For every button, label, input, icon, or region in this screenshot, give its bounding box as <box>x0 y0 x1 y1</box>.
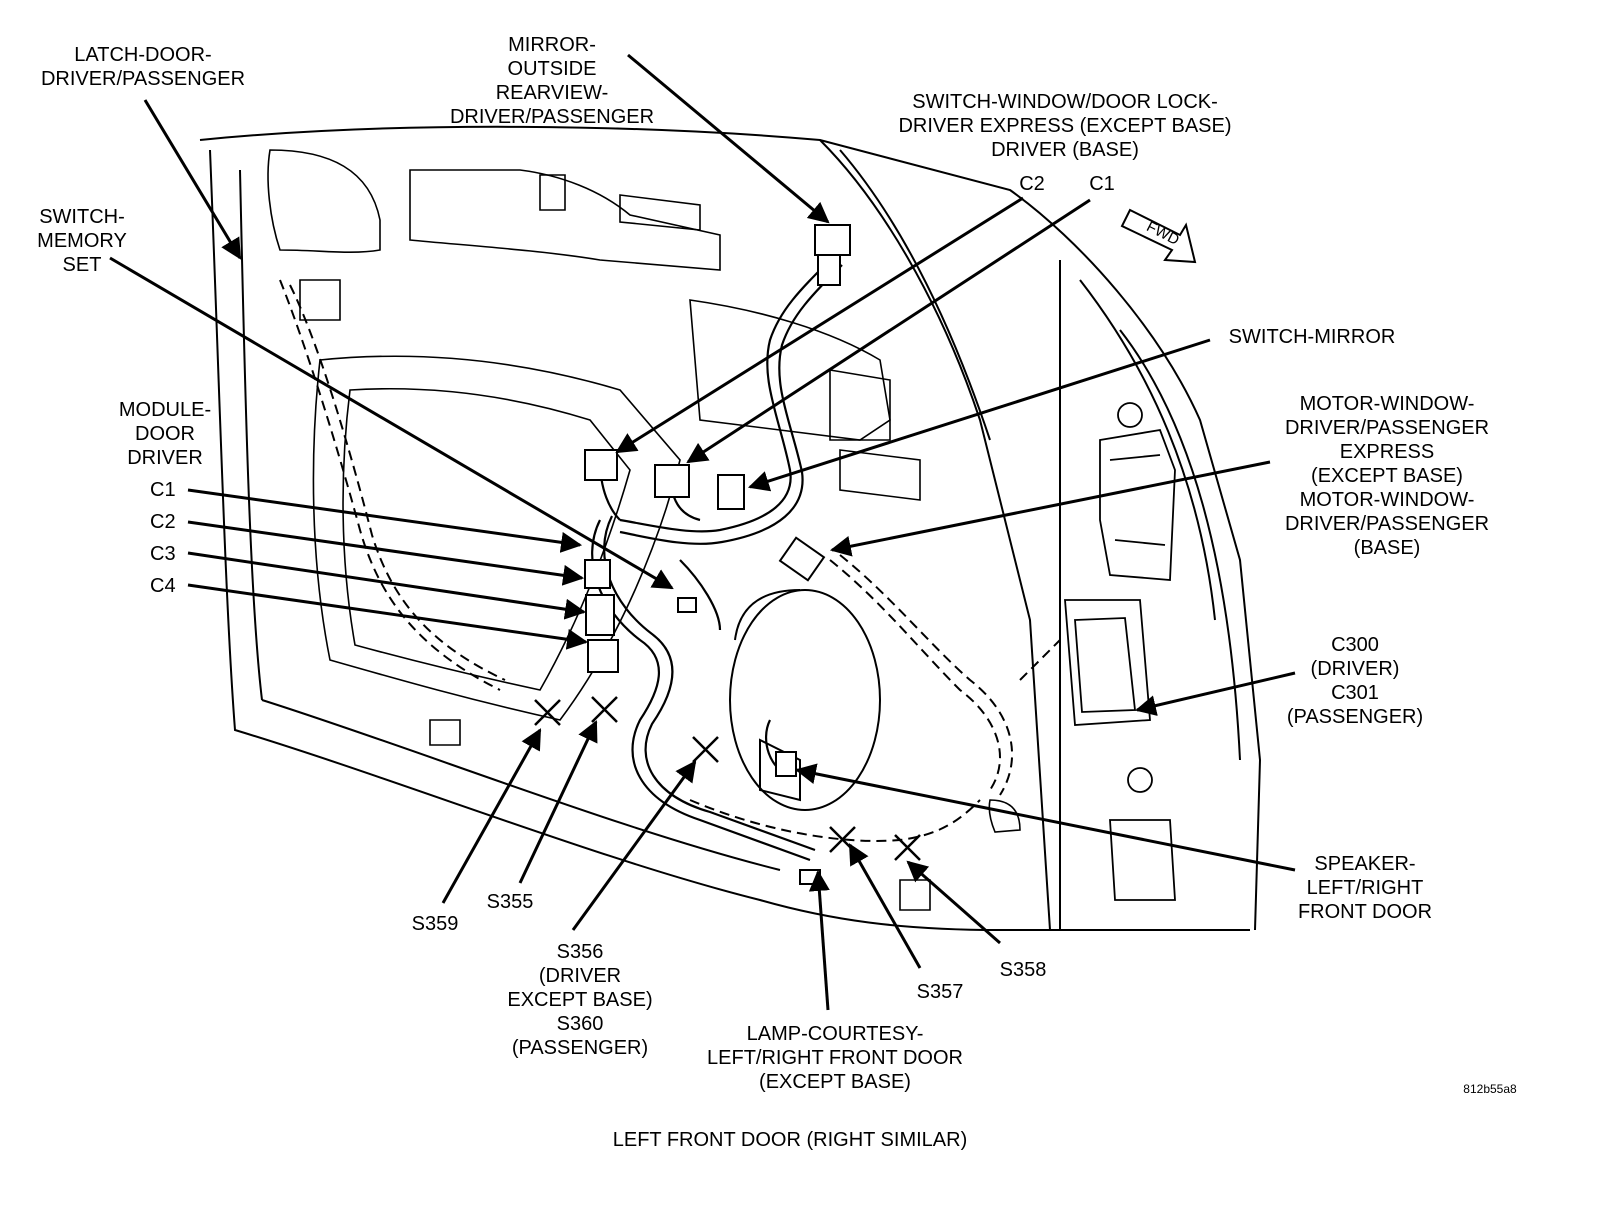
s359-label: S359 <box>411 913 459 935</box>
module-c3-label: C3 <box>150 543 176 565</box>
lamp-courtesy-label: LAMP-COURTESY-LEFT/RIGHT FRONT DOOR(EXCE… <box>707 1023 963 1093</box>
switch-mirror-label: SWITCH-MIRROR <box>1228 326 1396 348</box>
fwd-arrow: FWD <box>1120 208 1197 264</box>
module-c1-label: C1 <box>150 479 176 501</box>
latch-door-label: LATCH-DOOR-DRIVER/PASSENGER <box>40 44 246 90</box>
inner-panel <box>267 149 1021 911</box>
figure-id: 812b55a8 <box>1463 1082 1517 1096</box>
connectors <box>584 224 851 885</box>
s357-label: S357 <box>916 981 964 1003</box>
door-hinges <box>1064 402 1176 901</box>
leader-lines <box>109 53 1296 1011</box>
switch-window-c2-label: C2 <box>1019 173 1045 195</box>
module-c2-label: C2 <box>150 511 176 533</box>
speaker-shape <box>729 589 881 811</box>
s355-label: S355 <box>486 891 534 913</box>
diagram-caption: LEFT FRONT DOOR (RIGHT SIMILAR) <box>612 1129 968 1151</box>
s358-label: S358 <box>999 959 1047 981</box>
hidden-harness <box>279 279 1061 842</box>
switch-window-label: SWITCH-WINDOW/DOOR LOCK-DRIVER EXPRESS (… <box>898 91 1232 161</box>
door-frame <box>199 125 1262 931</box>
module-c4-label: C4 <box>150 575 176 597</box>
c300-c301-label: C300(DRIVER)C301(PASSENGER) <box>1286 634 1424 728</box>
switch-window-c1-label: C1 <box>1089 173 1115 195</box>
splice-marks <box>534 696 921 861</box>
